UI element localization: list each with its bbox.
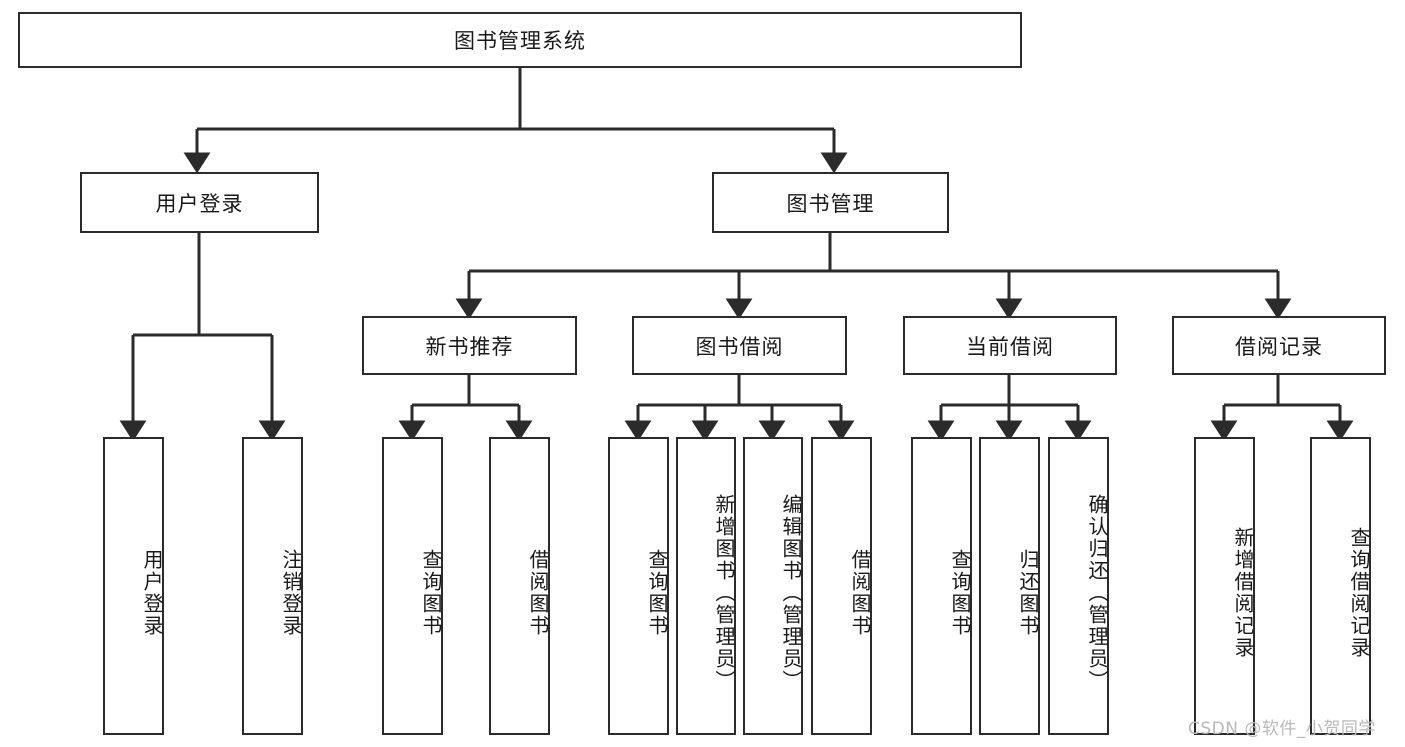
leaf-logout[interactable]: 注销登录 (242, 437, 303, 735)
node-new-book-recommend-label: 新书推荐 (425, 334, 514, 359)
leaf-return-book-label: 归还图书 (1016, 549, 1040, 637)
leaf-user-login-label: 用户登录 (140, 549, 164, 637)
leaf-return-book[interactable]: 归还图书 (979, 437, 1040, 735)
leaf-add-book-label: 新增图书（管理员） (712, 494, 736, 692)
node-book-borrow[interactable]: 图书借阅 (632, 316, 847, 375)
leaf-borrow-book-1-label: 借阅图书 (526, 549, 550, 637)
node-book-manage[interactable]: 图书管理 (712, 172, 949, 233)
leaf-query-record-label: 查询借阅记录 (1347, 527, 1371, 659)
node-current-borrow-label: 当前借阅 (966, 334, 1054, 359)
leaf-add-record[interactable]: 新增借阅记录 (1194, 437, 1255, 735)
node-book-borrow-label: 图书借阅 (695, 334, 784, 359)
node-user-login-label: 用户登录 (155, 191, 244, 216)
node-new-book-recommend[interactable]: 新书推荐 (362, 316, 577, 375)
leaf-borrow-book-2-label: 借阅图书 (848, 549, 872, 637)
node-borrow-record[interactable]: 借阅记录 (1172, 316, 1386, 375)
leaf-query-book-1[interactable]: 查询图书 (382, 437, 443, 735)
leaf-user-login[interactable]: 用户登录 (103, 437, 164, 735)
leaf-query-record[interactable]: 查询借阅记录 (1310, 437, 1371, 735)
leaf-confirm-return[interactable]: 确认归还（管理员） (1048, 437, 1109, 735)
node-current-borrow[interactable]: 当前借阅 (903, 316, 1117, 375)
leaf-edit-book[interactable]: 编辑图书（管理员） (743, 437, 803, 735)
leaf-add-book[interactable]: 新增图书（管理员） (676, 437, 736, 735)
leaf-borrow-book-1[interactable]: 借阅图书 (489, 437, 550, 735)
leaf-query-book-2[interactable]: 查询图书 (608, 437, 669, 735)
node-root[interactable]: 图书管理系统 (18, 12, 1022, 68)
leaf-edit-book-label: 编辑图书（管理员） (779, 494, 803, 692)
leaf-confirm-return-label: 确认归还（管理员） (1085, 494, 1109, 692)
leaf-query-book-3[interactable]: 查询图书 (911, 437, 972, 735)
leaf-logout-label: 注销登录 (279, 549, 303, 637)
node-user-login[interactable]: 用户登录 (80, 172, 319, 233)
leaf-borrow-book-2[interactable]: 借阅图书 (811, 437, 872, 735)
leaf-query-book-1-label: 查询图书 (419, 549, 443, 637)
node-borrow-record-label: 借阅记录 (1235, 334, 1323, 359)
node-root-label: 图书管理系统 (454, 29, 586, 53)
csdn-watermark: CSDN @软件_小贺同学 (1188, 719, 1376, 739)
node-book-manage-label: 图书管理 (786, 191, 875, 216)
leaf-query-book-3-label: 查询图书 (948, 549, 972, 637)
leaf-add-record-label: 新增借阅记录 (1231, 527, 1255, 659)
leaf-query-book-2-label: 查询图书 (645, 549, 669, 637)
